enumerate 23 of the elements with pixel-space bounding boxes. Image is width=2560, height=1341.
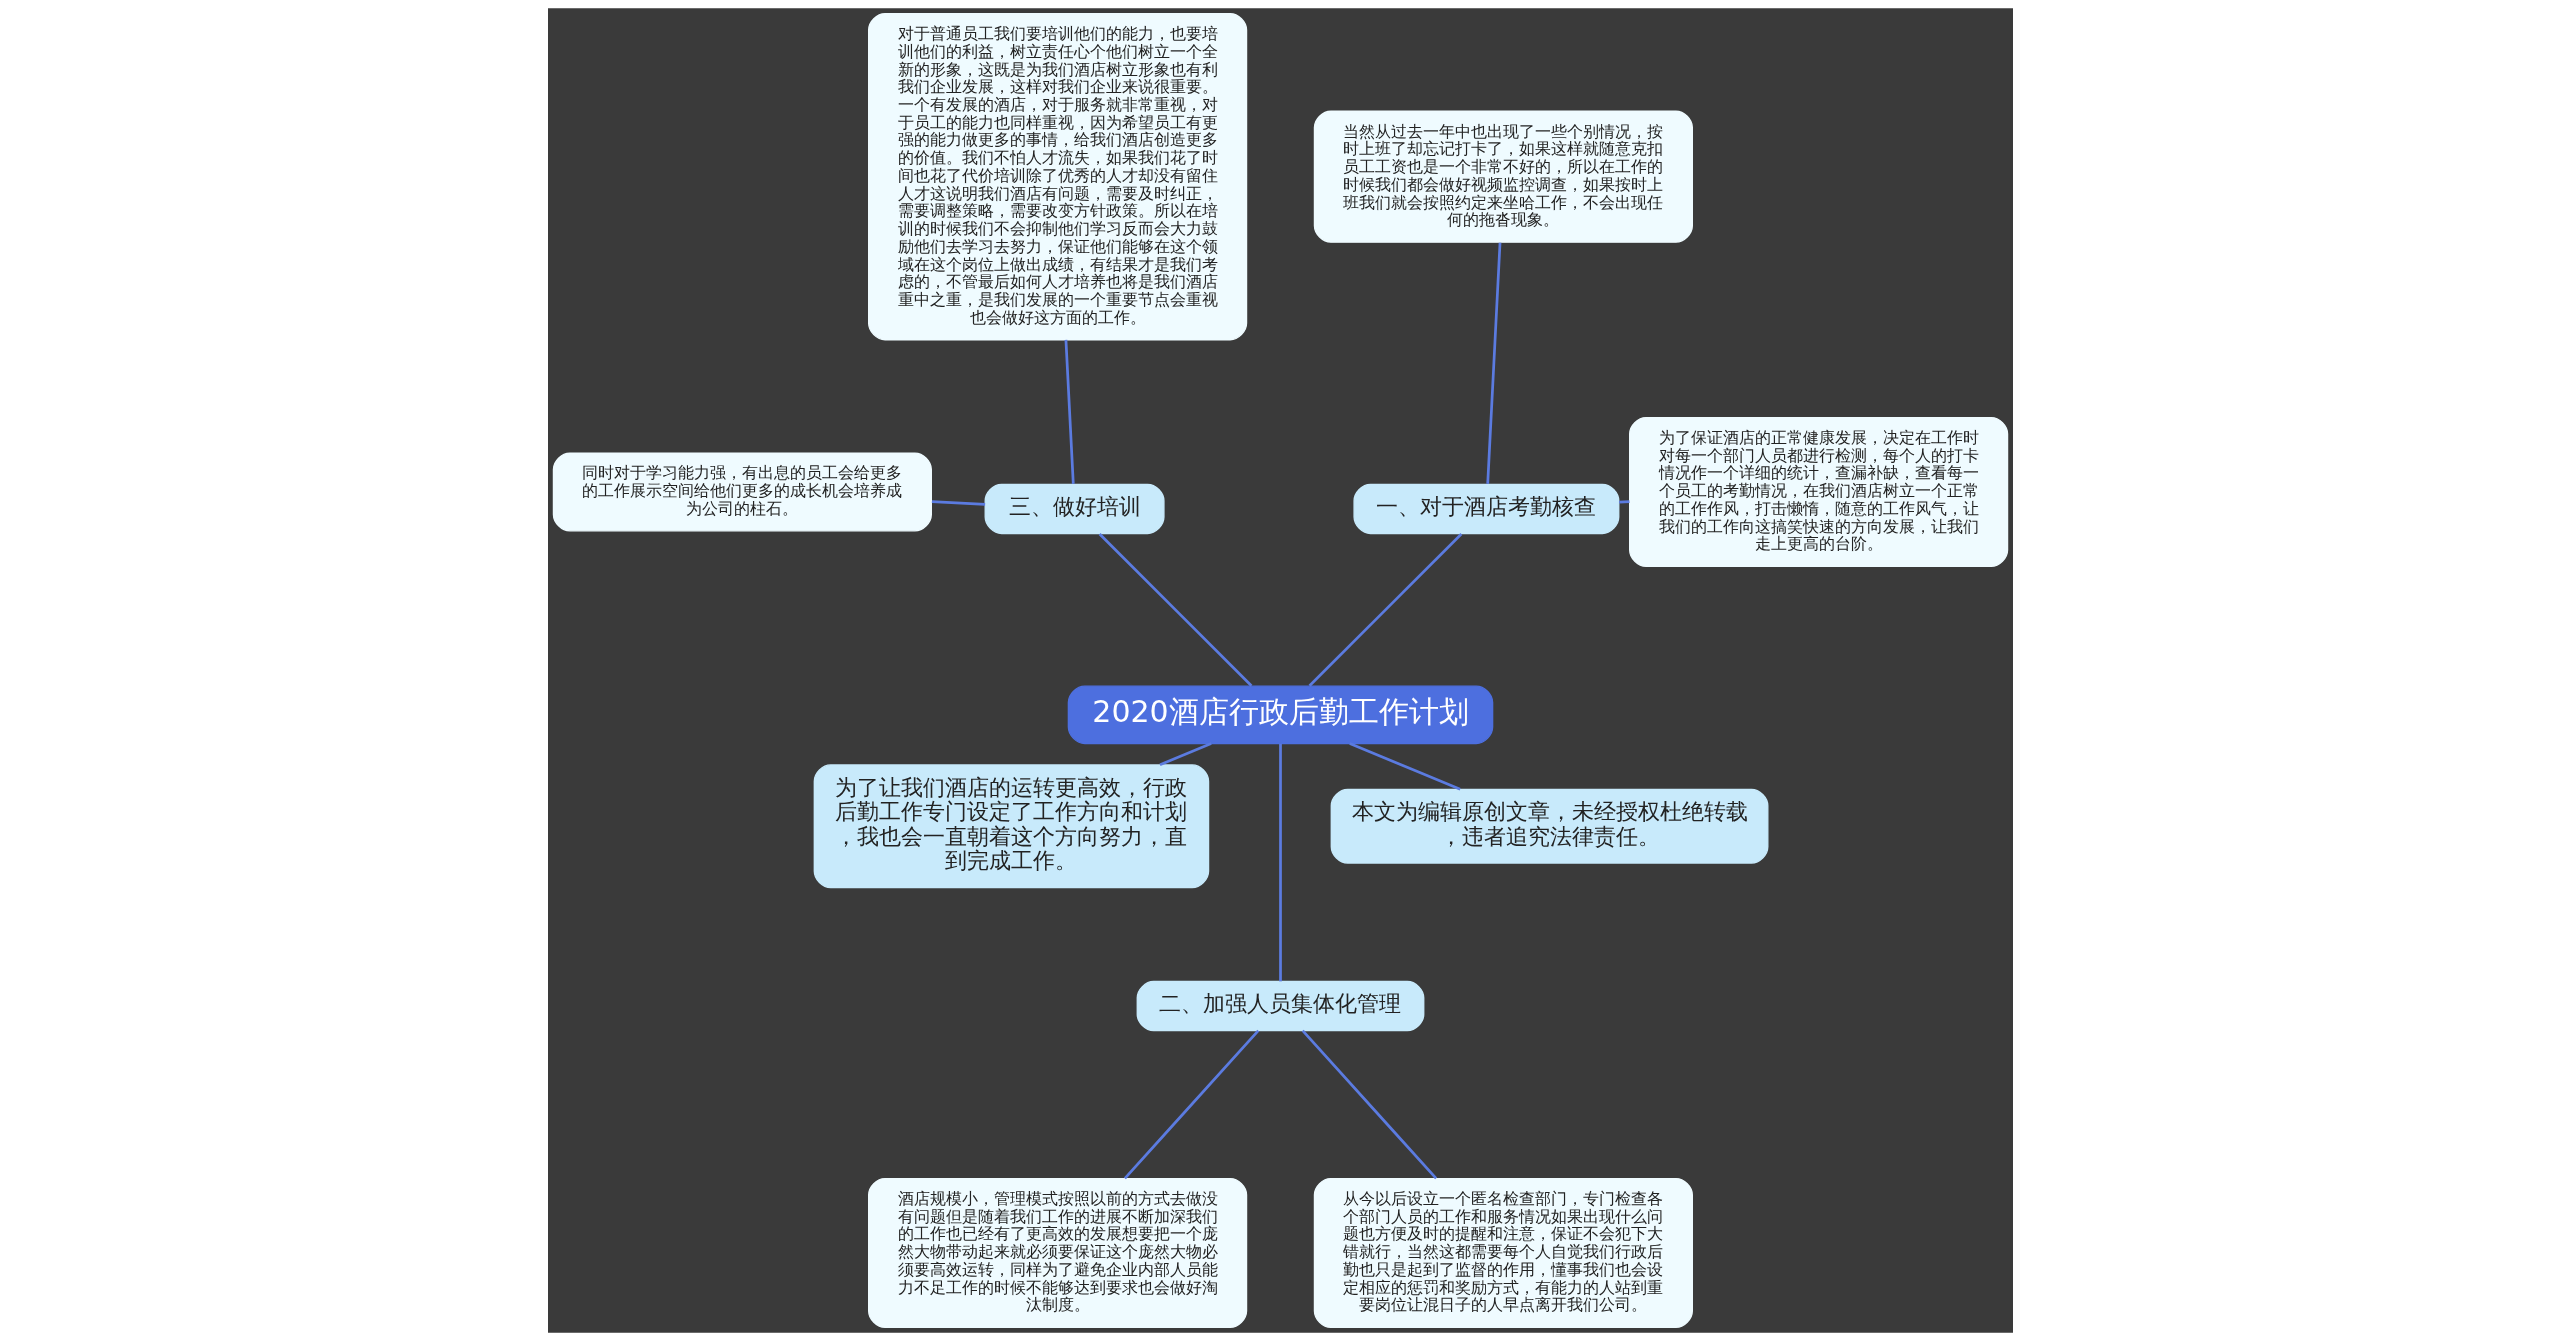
connector [931, 500, 985, 506]
node-box: 本文为编辑原创文章，未经授权杜绝转载，违者追究法律责任。 [1330, 788, 1768, 864]
connector [1159, 742, 1212, 766]
node-box: 对于普通员工我们要培训他们的能力，也要培训他们的利益，树立责任心个他们树立一个全新的形象，这既是为我们酒店树立形象也有利我们企业发展，这样对我们企业来说很重要。一个有发展的酒店，对于服务就非常重视，对于员工的能力也同样重视，因为希望员工有更强的能力做更多的事情，给我们酒店创造更多的价值。我们不怕人才流失，如果我们花了时间也花了代价培训除了优秀的人才却没有留住人才这说明我们酒店有问题，需要及时纠正，需要调整策略，需要改变方针政策。所以在培训的时候我们不会抑制他们学习反而会大力鼓励他们去学习去努力，保证他们能够在这个领域在这个岗位上做出成绩，有结果才是我们考虑的，不管最后如何人才培养也将是我们酒店重中之重，是我们发展的一个重要节点会重视也会做好这方面的工作。 [867, 13, 1247, 341]
node-box: 当然从过去一年中也出现了一些个别情况，按时上班了却忘记打卡了，如果这样就随意克扣员工工资也是一个非常不好的，所以在工作的时候我们都会做好视频监控调查，如果按时上班我们就会按照约定来坐哈工作，不会出现任何的拖沓现象。 [1313, 110, 1693, 243]
node-box: 同时对于学习能力强，有出息的员工会给更多的工作展示空间给他们更多的成长机会培养成为公司的柱石。 [552, 452, 932, 532]
connector [1301, 1029, 1437, 1180]
connector [1123, 1029, 1259, 1180]
node-box: 为了保证酒店的正常健康发展，决定在工作时对每一个部门人员都进行检测，每个人的打卡情况作一个详细的统计，查漏补缺，查看每一个员工的考勤情况，在我们酒店树立一个正常的工作作风，打击懒惰，随意的工作风气，让我们的工作向这搞笑快速的方向发展，让我们走上更高的台阶。 [1628, 416, 2008, 567]
node-box: 二、加强人员集体化管理 [1136, 980, 1424, 1032]
node-box: 一、对于酒店考勤核查 [1352, 483, 1619, 535]
connector [1348, 742, 1461, 791]
connector [1098, 533, 1252, 687]
connector [1308, 533, 1462, 687]
node-box: 为了让我们酒店的运转更高效，行政后勤工作专门设定了工作方向和计划，我也会一直朝着这个方向努力，直到完成工作。 [813, 764, 1209, 889]
connector [1278, 743, 1282, 982]
node-box: 三、做好培训 [984, 483, 1165, 535]
node-box: 2020酒店行政后勤工作计划 [1067, 685, 1493, 745]
node-box: 从今以后设立一个匿名检查部门，专门检查各个部门人员的工作和服务情况如果出现什么问题也方便及时的提醒和注意，保证不会犯下大错就行，当然这都需要每个人自觉我们行政后勤也只是起到了监督的作用，懂事我们也会设定相应的惩罚和奖励方式，有能力的人站到重要岗位让混日子的人早点离开我们公司。 [1313, 1177, 1693, 1328]
connector [1485, 242, 1501, 484]
connector [1064, 339, 1075, 484]
node-box: 酒店规模小，管理模式按照以前的方式去做没有问题但是随着我们工作的进展不断加深我们的工作也已经有了更高效的发展想要把一个庞然大物带动起来就必须要保证这个庞然大物必须要高效运转，同样为了避免企业内部人员能力不足工作的时候不能够达到要求也会做好淘汰制度。 [867, 1177, 1247, 1328]
connector [1618, 500, 1630, 504]
